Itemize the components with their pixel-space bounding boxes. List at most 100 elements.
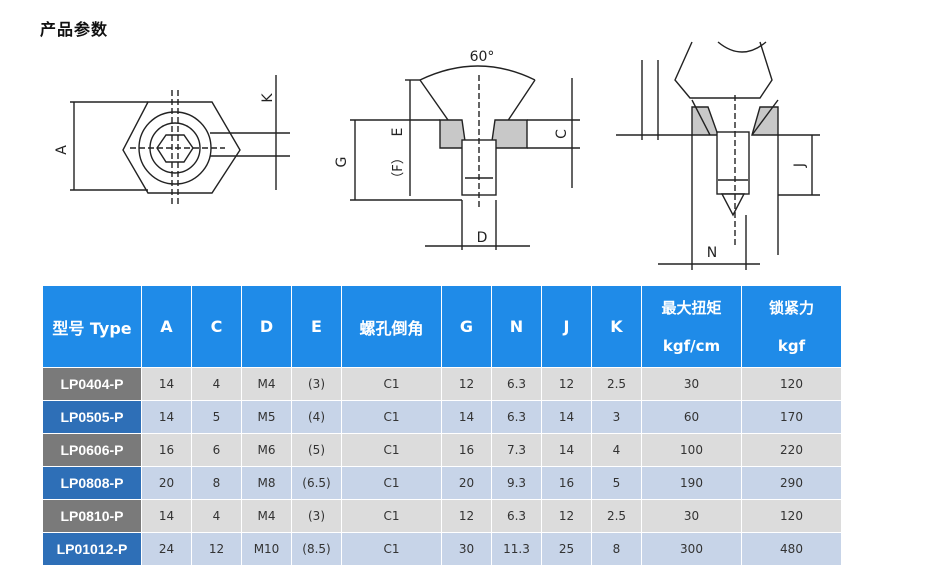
table-cell: 6.3 (491, 367, 542, 401)
table-cell: 9.3 (491, 466, 542, 500)
dim-label-n: N (707, 245, 717, 261)
table-cell: 30 (441, 532, 492, 566)
table-cell: 290 (741, 466, 842, 500)
table-cell: M4 (241, 367, 292, 401)
table-cell: 480 (741, 532, 842, 566)
table-cell: 14 (141, 499, 192, 533)
table-cell: 20 (141, 466, 192, 500)
table-cell: 14 (141, 400, 192, 434)
countersink-section-drawing (350, 65, 580, 250)
dim-label-g: G (334, 157, 350, 168)
table-cell: 30 (641, 367, 742, 401)
table-cell: 120 (741, 367, 842, 401)
header-max-torque: 最大扭矩 kgf/cm (641, 285, 742, 368)
table-cell: 6.3 (491, 400, 542, 434)
table-cell: (5) (291, 433, 342, 467)
model-cell: LP01012-P (42, 532, 142, 566)
dim-label-e: E (390, 128, 406, 137)
table-cell: 12 (441, 367, 492, 401)
model-cell: LP0808-P (42, 466, 142, 500)
table-cell: 8 (191, 466, 242, 500)
table-cell: 4 (191, 367, 242, 401)
table-cell: 14 (541, 433, 592, 467)
table-header-row: 型号 Type A C D E 螺孔倒角 G N J K 最大扭矩 kgf/cm… (42, 285, 842, 368)
table-cell: 2.5 (591, 367, 642, 401)
table-cell: 16 (441, 433, 492, 467)
table-cell: 120 (741, 499, 842, 533)
table-cell: 14 (441, 400, 492, 434)
table-cell: C1 (341, 532, 442, 566)
assembly-section-drawing (616, 41, 820, 270)
dim-label-angle: 60° (470, 49, 495, 65)
table-cell: 8 (591, 532, 642, 566)
dim-label-k: K (260, 93, 276, 103)
table-cell: M10 (241, 532, 292, 566)
table-cell: C1 (341, 367, 442, 401)
table-cell: (3) (291, 367, 342, 401)
table-cell: 220 (741, 433, 842, 467)
table-cell: M6 (241, 433, 292, 467)
table-cell: (4) (291, 400, 342, 434)
model-cell: LP0606-P (42, 433, 142, 467)
table-cell: 6.3 (491, 499, 542, 533)
model-cell: LP0810-P (42, 499, 142, 533)
model-cell: LP0505-P (42, 400, 142, 434)
model-cell: LP0404-P (42, 367, 142, 401)
table-cell: 2.5 (591, 499, 642, 533)
technical-drawings: A K 60° E G （F） C D (54, 41, 820, 270)
table-cell: 12 (541, 367, 592, 401)
table-cell: M5 (241, 400, 292, 434)
header-max-torque-unit: kgf/cm (662, 336, 721, 355)
table-cell: 7.3 (491, 433, 542, 467)
header-g: G (441, 285, 492, 368)
header-type: 型号 Type (42, 285, 142, 368)
table-cell: 12 (541, 499, 592, 533)
table-cell: 4 (191, 499, 242, 533)
table-cell: 16 (141, 433, 192, 467)
table-cell: 100 (641, 433, 742, 467)
header-a: A (141, 285, 192, 368)
header-n: N (491, 285, 542, 368)
spec-table: 型号 Type A C D E 螺孔倒角 G N J K 最大扭矩 kgf/cm… (42, 285, 842, 566)
header-k: K (591, 285, 642, 368)
dim-label-a: A (54, 145, 70, 155)
table-cell: (8.5) (291, 532, 342, 566)
dim-label-c: C (554, 129, 570, 139)
table-cell: 30 (641, 499, 742, 533)
table-cell: 14 (541, 400, 592, 434)
table-cell: M8 (241, 466, 292, 500)
table-cell: 5 (191, 400, 242, 434)
page-title: 产品参数 (40, 20, 109, 39)
table-cell: 16 (541, 466, 592, 500)
header-e: E (291, 285, 342, 368)
table-cell: C1 (341, 499, 442, 533)
table-cell: 25 (541, 532, 592, 566)
header-locking-force: 锁紧力 kgf (741, 285, 842, 368)
dim-label-d: D (477, 230, 488, 246)
table-cell: (6.5) (291, 466, 342, 500)
table-cell: 12 (191, 532, 242, 566)
table-cell: 24 (141, 532, 192, 566)
table-cell: 300 (641, 532, 742, 566)
table-cell: 3 (591, 400, 642, 434)
table-cell: 14 (141, 367, 192, 401)
table-cell: 5 (591, 466, 642, 500)
header-locking-force-unit: kgf (777, 336, 806, 355)
table-cell: 170 (741, 400, 842, 434)
header-d: D (241, 285, 292, 368)
table-cell: 12 (441, 499, 492, 533)
table-cell: M4 (241, 499, 292, 533)
header-locking-force-label: 锁紧力 (768, 298, 814, 317)
header-chamfer: 螺孔倒角 (341, 285, 442, 368)
dim-label-j: J (792, 163, 808, 168)
header-max-torque-label: 最大扭矩 (661, 298, 722, 317)
table-cell: C1 (341, 466, 442, 500)
dim-label-f: （F） (391, 151, 406, 184)
table-cell: 11.3 (491, 532, 542, 566)
table-cell: 20 (441, 466, 492, 500)
header-c: C (191, 285, 242, 368)
